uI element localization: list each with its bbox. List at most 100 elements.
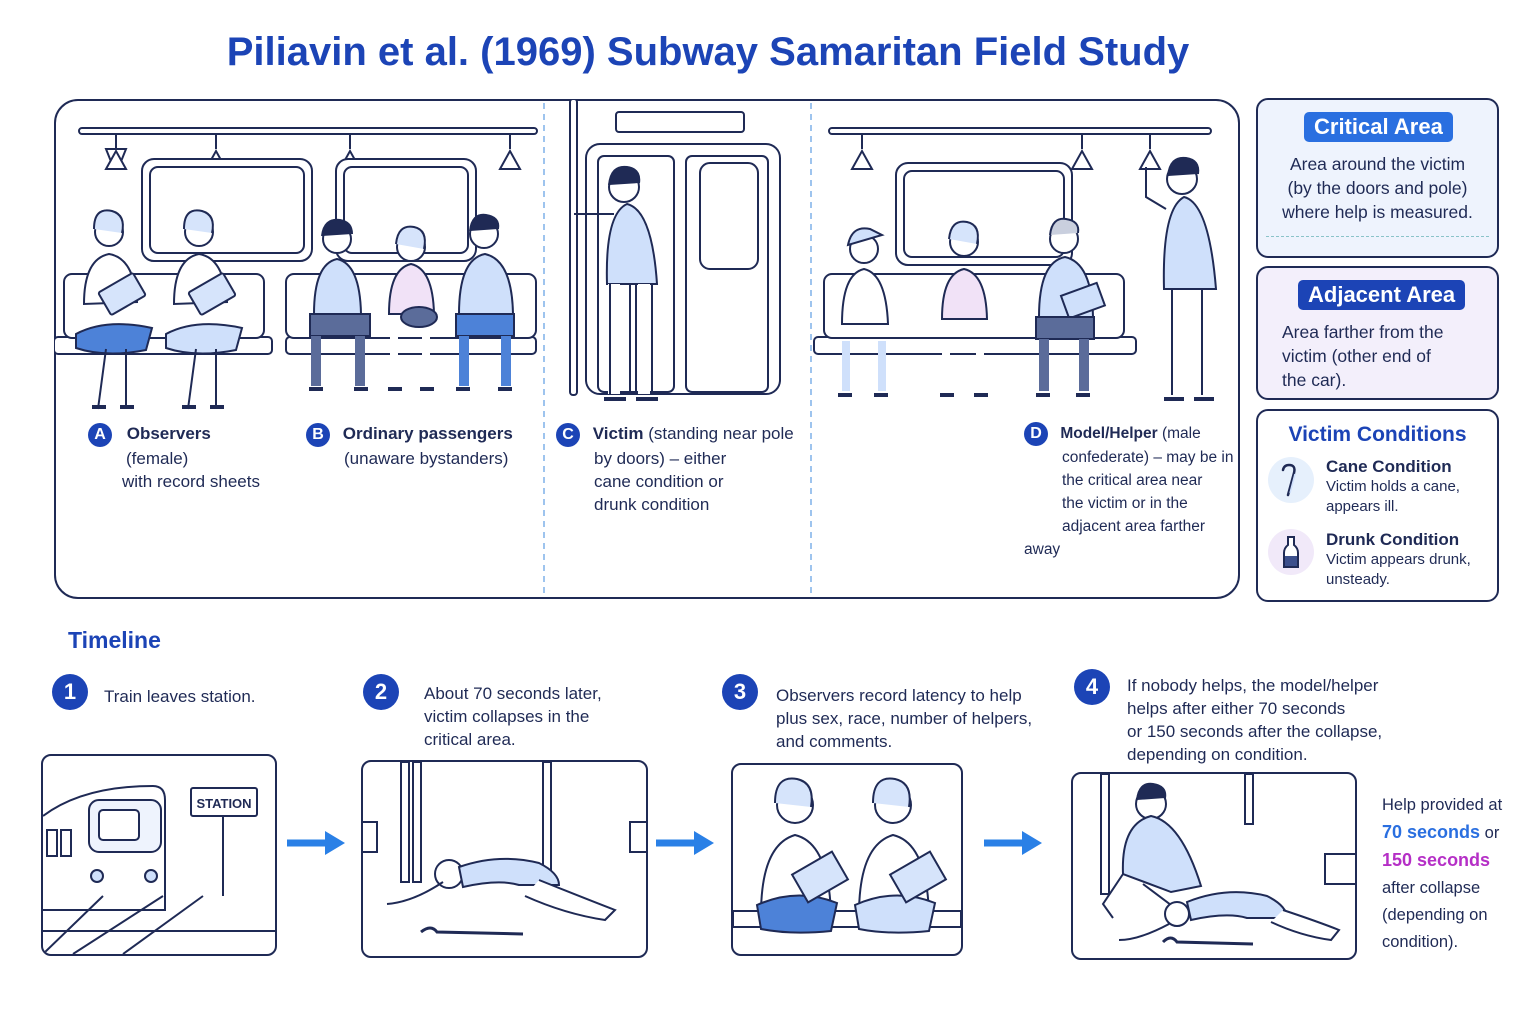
observers-recording-scene (733, 777, 961, 934)
train-window (98, 809, 140, 841)
train-station-scene: STATION (43, 784, 275, 954)
passenger-man-arms-crossed (455, 213, 515, 391)
label-helper-line1: (male (1161, 425, 1201, 442)
adjacent-area-text: Area farther from the victim (other end … (1282, 320, 1443, 392)
passenger-woman-bag (387, 225, 438, 391)
critical-area-box: Critical Area Area around the victim (by… (1256, 98, 1499, 258)
critical-area-line2: (by the doors and pole) (1287, 178, 1468, 198)
adjacent-area-line3: the car). (1282, 370, 1347, 390)
benches (363, 821, 646, 853)
critical-area-text: Area around the victim (by the doors and… (1258, 152, 1497, 224)
help-note: Help provided at 70 seconds or 150 secon… (1382, 792, 1502, 956)
badge-d: D (1024, 422, 1048, 446)
cane-condition: Cane Condition Victim holds a cane, appe… (1326, 457, 1460, 517)
arrow-1-to-2 (287, 831, 345, 855)
passenger-figures (309, 213, 515, 391)
step-2-line3: critical area. (424, 730, 516, 749)
critical-area-title: Critical Area (1304, 112, 1453, 142)
label-observers-line2: with record sheets (122, 472, 260, 491)
label-observers-name: Observers (126, 424, 211, 443)
observer-figures (75, 209, 244, 410)
victim-collapse-scene (363, 762, 646, 936)
train-side-window (46, 829, 58, 857)
victim-legs (524, 879, 617, 922)
passenger-man-phone (309, 218, 371, 391)
help-note-line3: after collapse (1382, 879, 1481, 897)
adjacent-area-title: Adjacent Area (1298, 280, 1466, 310)
label-passengers-line1: (unaware bystanders) (344, 449, 509, 468)
critical-area-line1: Area around the victim (1289, 154, 1466, 174)
step-3-illustration (731, 763, 963, 956)
label-helper-line2: confederate) – may be in (1062, 449, 1234, 466)
cane-condition-title: Cane Condition (1326, 457, 1452, 476)
train-light-right (144, 869, 158, 883)
label-victim: C Victim (standing near pole by doors) –… (556, 422, 796, 516)
step-4-line3: or 150 seconds after the collapse, (1127, 722, 1383, 741)
step-1-line1: Train leaves station. (104, 687, 256, 706)
page-title: Piliavin et al. (1969) Subway Samaritan … (226, 30, 1190, 74)
model-helper-figure (1145, 156, 1218, 401)
badge-c: C (556, 423, 580, 447)
step-2-line2: victim collapses in the (424, 707, 590, 726)
helper (1101, 782, 1203, 919)
critical-area-line3: where help is measured. (1282, 202, 1473, 222)
step-1-number: 1 (52, 674, 88, 710)
dropped-cane (420, 926, 524, 936)
label-helper-line5: adjacent area farther away (1024, 518, 1206, 558)
victim-body (457, 857, 561, 889)
victim-conditions-box: Victim Conditions Cane Condition Victim … (1256, 409, 1499, 602)
help-note-line5: condition). (1382, 933, 1459, 951)
arrow-3-to-4 (984, 831, 1042, 855)
cane-condition-line2: appears ill. (1326, 498, 1399, 515)
victim-conditions-title: Victim Conditions (1288, 423, 1467, 446)
handrail-right (828, 127, 1212, 170)
observer-2 (853, 777, 948, 934)
help-note-line2: 70 seconds or (1382, 819, 1502, 847)
critical-area-divider (1266, 236, 1489, 237)
label-victim-line2: by doors) – either (594, 449, 727, 468)
right-passenger-figures (838, 217, 1107, 397)
passenger-man-book (1035, 217, 1107, 397)
step-2-number: 2 (363, 674, 399, 710)
train-light-left (90, 869, 104, 883)
step-4-illustration (1071, 772, 1357, 960)
drunk-condition-title: Drunk Condition (1326, 530, 1460, 549)
label-observers: A Observers (female) with record sheets (88, 422, 308, 493)
badge-a: A (88, 423, 112, 447)
drunk-condition-line1: Victim appears drunk, (1326, 551, 1471, 568)
label-observers-line1: (female) (126, 449, 189, 468)
observer-woman-2 (165, 209, 244, 410)
passenger-cap-phone (838, 227, 890, 397)
help-note-150s: 150 seconds (1382, 850, 1491, 870)
label-model-helper: D Model/Helper (male confederate) – may … (1024, 422, 1240, 561)
bench (1324, 853, 1355, 885)
helper-assisting-scene (1100, 774, 1355, 946)
label-victim-name: Victim (592, 424, 644, 443)
adjacent-area-box: Adjacent Area Area farther from the vict… (1256, 266, 1499, 400)
cane-icon (1268, 457, 1314, 503)
adjacent-area-line2: victim (other end of (1282, 346, 1431, 366)
label-passengers: B Ordinary passengers (unaware bystander… (306, 422, 546, 470)
label-victim-line4: drunk condition (594, 495, 710, 514)
window-right (895, 162, 1073, 266)
drunk-condition-line2: unsteady. (1326, 571, 1390, 588)
step-2-illustration (361, 760, 648, 958)
step-3-line1: Observers record latency to help (776, 686, 1022, 705)
bottle-icon (1268, 529, 1314, 575)
adjacent-area-line1: Area farther from the (1282, 322, 1444, 342)
observer-1 (755, 777, 850, 934)
door-area (569, 99, 781, 396)
step-4-line4: depending on condition. (1127, 745, 1308, 764)
arrow-2-to-3 (656, 831, 714, 855)
collapsed-victim (1118, 891, 1341, 946)
step-2-text: About 70 seconds later, victim collapses… (424, 682, 602, 751)
victim-figure (574, 165, 659, 401)
cane-condition-line1: Victim holds a cane, (1326, 478, 1460, 495)
help-note-line4: (depending on (1382, 906, 1488, 924)
step-4-line1: If nobody helps, the model/helper (1127, 676, 1379, 695)
label-victim-line3: cane condition or (594, 472, 724, 491)
timeline-heading: Timeline (68, 627, 161, 653)
label-helper-line3: the critical area near (1062, 472, 1203, 489)
step-3-line2: plus sex, race, number of helpers, (776, 709, 1033, 728)
pole-1 (400, 762, 410, 883)
